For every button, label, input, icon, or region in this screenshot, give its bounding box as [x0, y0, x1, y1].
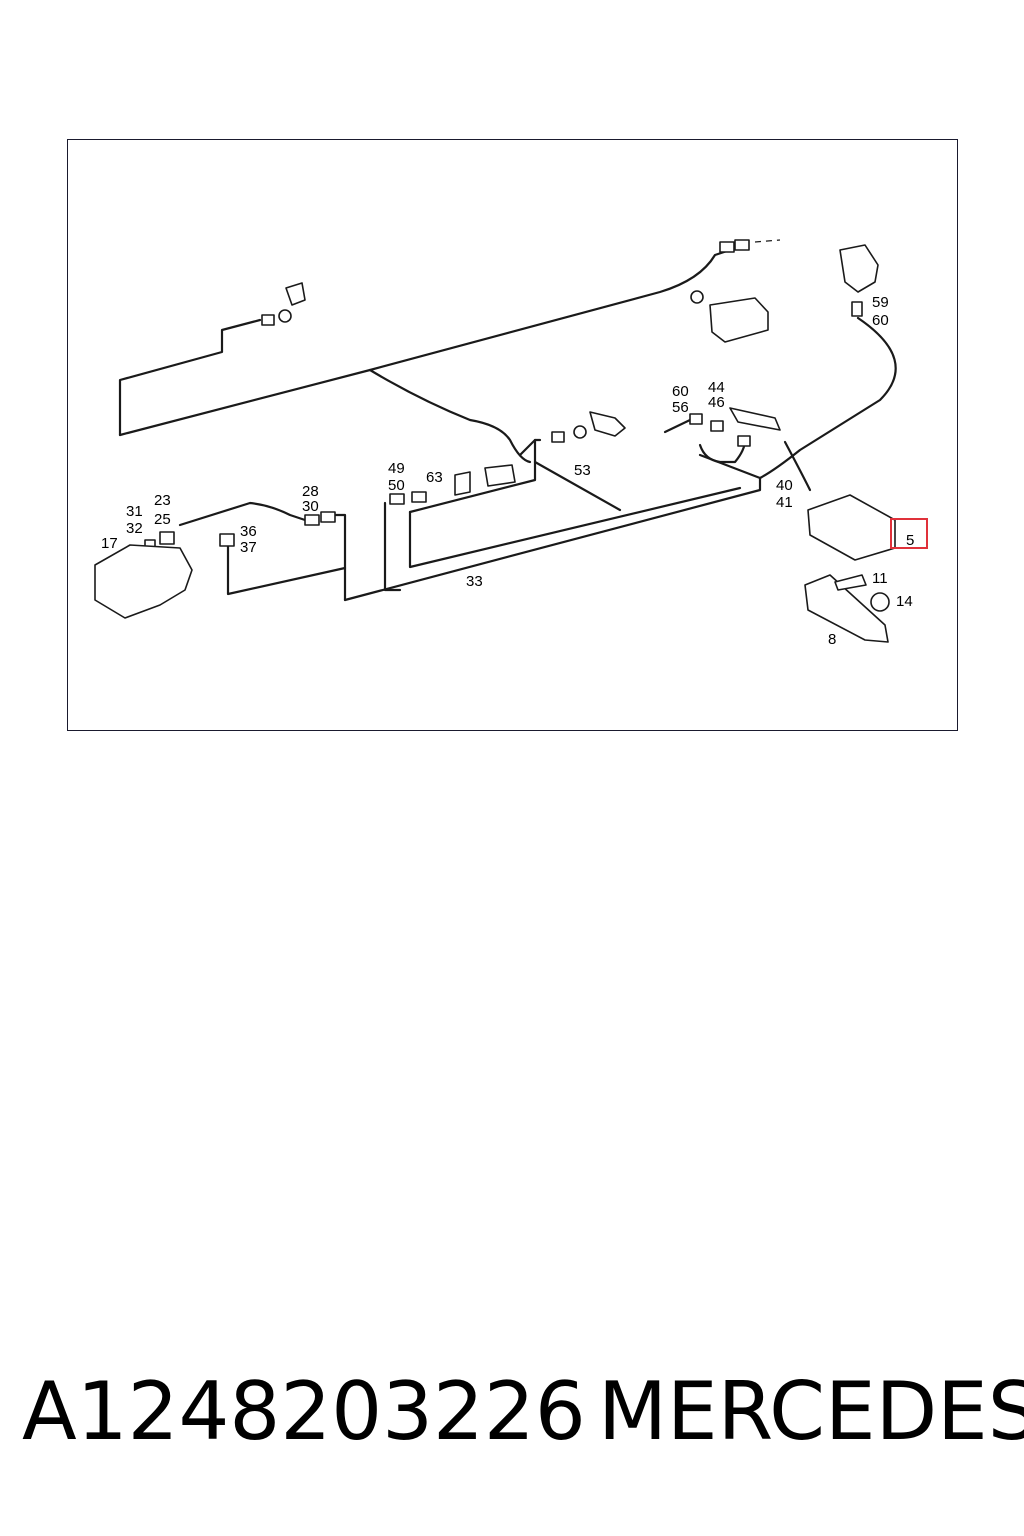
diagram-frame — [67, 139, 958, 731]
actuator-63 — [454, 471, 471, 496]
wire-upper-rear — [118, 318, 262, 437]
connector-50 — [411, 491, 427, 503]
callout-41: 41 — [776, 494, 793, 511]
callout-25: 25 — [154, 511, 171, 528]
wire-lower-main — [343, 453, 762, 602]
control-unit-5 — [807, 494, 896, 561]
connector-49 — [389, 493, 405, 505]
brand-name: MERCEDES — [598, 1365, 1024, 1458]
callout-33: 33 — [466, 573, 483, 590]
callout-17: 17 — [101, 535, 118, 552]
callout-30: 30 — [302, 498, 319, 515]
bush-rear — [278, 309, 292, 323]
plug-rear — [261, 314, 275, 326]
callout-63: 63 — [426, 469, 443, 486]
callout-37: 37 — [240, 539, 257, 556]
callout-40: 40 — [776, 477, 793, 494]
plug-59 — [851, 301, 863, 317]
callout-14: 14 — [896, 593, 913, 610]
guide-arrow — [783, 440, 812, 492]
wire-right-loop — [518, 438, 542, 457]
callout-5: 5 — [906, 532, 914, 549]
wire-60-branch — [663, 418, 692, 434]
lock-housing-17 — [94, 544, 193, 619]
connector-44 — [710, 420, 724, 432]
module-44 — [729, 407, 781, 431]
wire-diag-53 — [533, 460, 622, 512]
screw-11 — [834, 574, 867, 591]
wire-28-drop — [333, 513, 347, 602]
connector-40 — [737, 435, 751, 447]
bush-key — [573, 425, 587, 439]
connector-28 — [304, 514, 320, 526]
callout-8: 8 — [828, 631, 836, 648]
relay-box — [709, 297, 769, 343]
callout-46: 46 — [708, 394, 725, 411]
wire-upper-main — [118, 248, 732, 437]
plug-key — [551, 431, 565, 443]
callout-44: 44 — [708, 379, 725, 396]
callout-32: 32 — [126, 520, 143, 537]
connector-block-63 — [484, 464, 516, 487]
connector-top — [719, 241, 735, 253]
callout-11: 11 — [872, 570, 888, 587]
connector-top-2 — [734, 239, 750, 251]
connector-60 — [689, 413, 703, 425]
callout-56: 56 — [672, 399, 689, 416]
callout-53: 53 — [574, 462, 591, 479]
wire-left-loop — [178, 501, 307, 527]
callout-5-highlight — [890, 518, 928, 549]
nut-14 — [870, 592, 890, 612]
callout-31: 31 — [126, 503, 143, 520]
callout-60-right: 60 — [872, 312, 889, 329]
callout-59: 59 — [872, 294, 889, 311]
callout-50: 50 — [388, 477, 405, 494]
part-number: A1248203226 — [22, 1365, 586, 1458]
callout-28: 28 — [302, 483, 319, 500]
bracket-8 — [804, 574, 889, 643]
connector-23 — [159, 531, 175, 545]
wire-centre-split — [368, 368, 532, 464]
callout-60: 60 — [672, 383, 689, 400]
wire-36-loop — [226, 543, 347, 596]
connector-36 — [219, 533, 235, 547]
callout-labels: 59 60 60 56 44 46 53 49 50 63 28 30 31 3… — [101, 294, 928, 648]
callout-23: 23 — [154, 492, 171, 509]
wire-right-curve — [758, 316, 897, 480]
wire-dashed-end — [754, 239, 781, 243]
callout-49: 49 — [388, 460, 405, 477]
connector-30 — [320, 511, 336, 523]
lock-cylinder-rear — [285, 282, 306, 306]
wire-lower-inner — [408, 486, 742, 569]
callout-36: 36 — [240, 523, 257, 540]
wire-inner-top — [408, 438, 537, 514]
wire-49-drop — [383, 501, 402, 592]
switch-top-right — [839, 244, 879, 293]
grommet — [690, 290, 704, 304]
key-lock — [589, 411, 626, 437]
components — [94, 239, 896, 643]
harness-wires — [118, 239, 897, 602]
